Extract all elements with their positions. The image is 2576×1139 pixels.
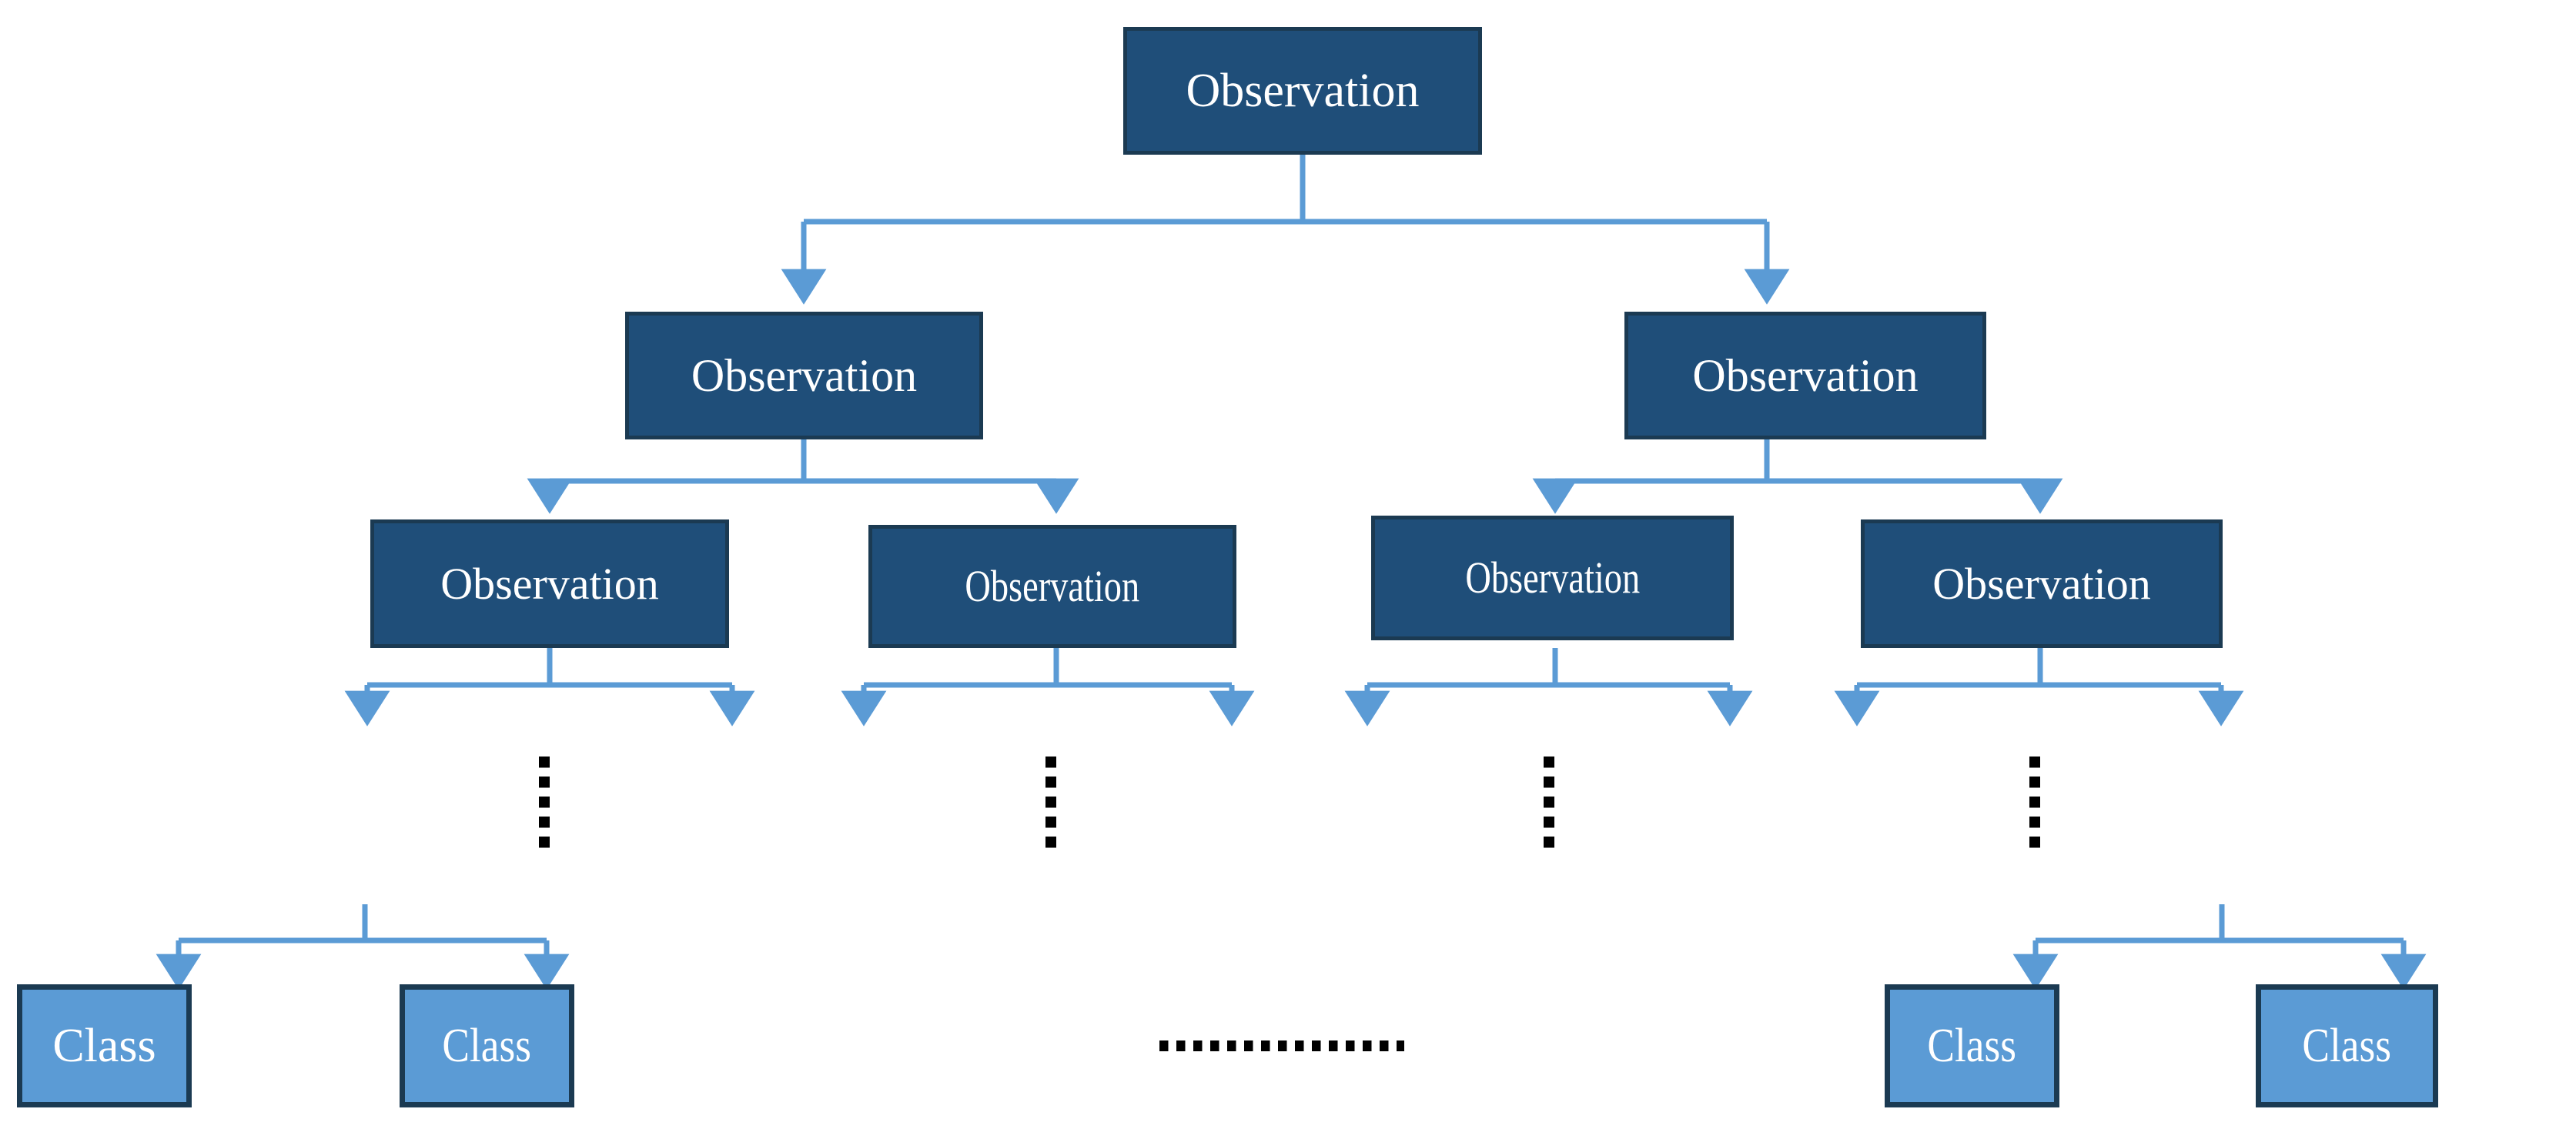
node-class-4[interactable]: Class (2256, 984, 2438, 1107)
edge-level3-node4-stubs (1834, 648, 2244, 726)
edge-level2-left-to-level3 (527, 439, 1079, 514)
node-label: Class (1927, 1020, 2017, 1072)
vertical-ellipsis-3 (1544, 757, 1554, 855)
node-label: Observation (965, 561, 1140, 611)
node-label: Class (442, 1020, 532, 1072)
node-class-3[interactable]: Class (1885, 984, 2059, 1107)
node-class-2[interactable]: Class (400, 984, 574, 1107)
edge-to-class-left (156, 904, 570, 990)
node-label: Observation (1932, 558, 2151, 609)
edge-level3-node2-stubs (841, 648, 1255, 726)
node-label: Observation (1692, 350, 1919, 401)
node-label: Class (2302, 1020, 2392, 1072)
vertical-ellipsis-1 (539, 757, 550, 855)
node-label: Class (52, 1020, 156, 1072)
edge-root-to-level2 (781, 155, 1790, 305)
node-observation-l3-1[interactable]: Observation (370, 519, 729, 648)
node-observation-root[interactable]: Observation (1123, 27, 1482, 155)
node-class-1[interactable]: Class (17, 984, 192, 1107)
node-label: Observation (1186, 65, 1420, 117)
edge-level3-node1-stubs (344, 648, 755, 726)
node-label: Observation (440, 558, 659, 609)
node-observation-l3-2[interactable]: Observation (868, 525, 1236, 648)
node-observation-l3-4[interactable]: Observation (1861, 519, 2223, 648)
node-observation-l3-3[interactable]: Observation (1371, 516, 1734, 640)
edge-level2-right-to-level3 (1532, 439, 2063, 514)
node-label: Observation (1465, 553, 1640, 603)
node-label: Observation (691, 350, 918, 401)
edge-level3-node3-stubs (1344, 648, 1753, 726)
vertical-ellipsis-4 (2029, 757, 2040, 855)
node-observation-l2-right[interactable]: Observation (1624, 312, 1986, 439)
node-observation-l2-left[interactable]: Observation (625, 312, 983, 439)
edge-to-class-right (2012, 904, 2427, 990)
vertical-ellipsis-2 (1045, 757, 1056, 855)
horizontal-ellipsis (1159, 1040, 1404, 1051)
